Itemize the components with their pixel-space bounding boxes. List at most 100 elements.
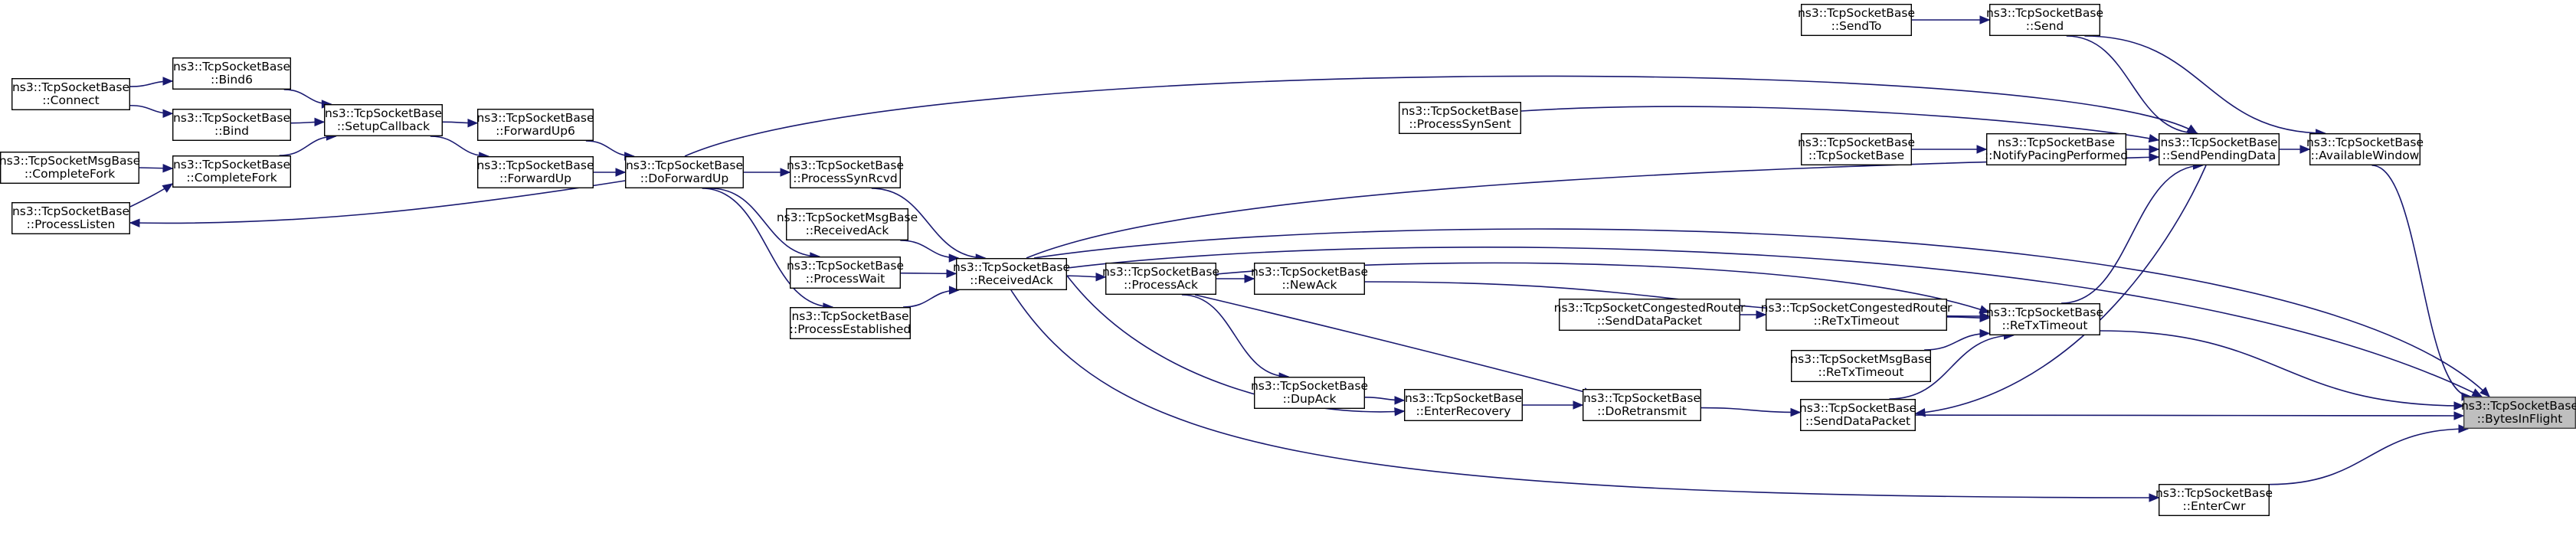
- node-method-label: ::ForwardUp6: [496, 124, 575, 138]
- node-method-label: ::ProcessWait: [806, 272, 885, 286]
- node-process-ack[interactable]: ns3::TcpSocketBase::ProcessAck: [1102, 263, 1219, 296]
- node-dup-ack[interactable]: ns3::TcpSocketBase::DupAck: [1251, 377, 1368, 410]
- node-box: [2158, 132, 2280, 165]
- arrowhead: [162, 163, 174, 173]
- node-method-label: ::SendDataPacket: [1805, 414, 1910, 428]
- node-class-label: ns3::TcpSocketBase: [626, 158, 743, 172]
- node-available-window[interactable]: ns3::TcpSocketBase::AvailableWindow: [2306, 132, 2424, 165]
- arrowhead: [2148, 133, 2160, 143]
- edge-process-wait-to-received-ack: [900, 269, 957, 279]
- arrowhead: [2471, 388, 2483, 397]
- node-box: [172, 57, 292, 90]
- node-do-forward-up[interactable]: ns3::TcpSocketBase::DoForwardUp: [625, 155, 745, 188]
- node-msg-re-tx-timeout[interactable]: ns3::TcpSocketMsgBase::ReTxTimeout: [1790, 350, 1932, 383]
- node-forward-up6[interactable]: ns3::TcpSocketBase::ForwardUp6: [476, 108, 594, 141]
- edge-line: [1915, 165, 2207, 414]
- node-send-pending-data[interactable]: ns3::TcpSocketBase::SendPendingData: [2158, 132, 2280, 165]
- edge-received-ack-to-send-pending-data: [1026, 152, 2160, 259]
- edge-do-forward-up-to-send-pending-data: [684, 75, 2198, 157]
- arrowhead: [946, 269, 957, 279]
- node-send-data-packet[interactable]: ns3::TcpSocketBase::SendDataPacket: [1799, 399, 1916, 432]
- arrowhead: [1979, 305, 1991, 314]
- node-congested-re-tx-timeout[interactable]: ns3::TcpSocketCongestedRouter::ReTxTimeo…: [1761, 299, 1952, 332]
- node-box: [1403, 389, 1523, 422]
- edge-connect-to-bind6: [129, 77, 174, 87]
- edge-notify-pacing-performed-to-send-pending-data: [2126, 145, 2160, 154]
- arrowhead: [1244, 274, 1255, 283]
- node-class-label: ns3::TcpSocketMsgBase: [1790, 352, 1931, 366]
- node-method-label: ::ReTxTimeout: [1813, 314, 1899, 328]
- edge-enter-recovery-to-do-retransmit: [1523, 400, 1584, 410]
- node-complete-fork[interactable]: ns3::TcpSocketBase::CompleteFork: [172, 155, 292, 188]
- edge-line: [2066, 35, 2198, 134]
- arrowhead: [1394, 407, 1406, 417]
- edge-line: [1033, 228, 2490, 397]
- node-send[interactable]: ns3::TcpSocketBase::Send: [1986, 3, 2103, 36]
- edge-line: [1194, 294, 1594, 395]
- node-box: [955, 258, 1067, 291]
- edge-received-ack-to-focus: [1033, 228, 2490, 397]
- node-method-label: ::Bind6: [211, 73, 253, 87]
- node-class-label: ns3::TcpSocketBase: [1798, 136, 1915, 149]
- node-new-ack[interactable]: ns3::TcpSocketBase::NewAck: [1251, 263, 1368, 296]
- node-ctor[interactable]: ns3::TcpSocketBase::TcpSocketBase: [1798, 132, 1915, 165]
- node-enter-cwr[interactable]: ns3::TcpSocketBase::EnterCwr: [2155, 484, 2273, 517]
- node-class-label: ns3::TcpSocketBase: [1251, 379, 1368, 393]
- node-class-label: ns3::TcpSocketBase: [173, 158, 290, 172]
- node-box: [0, 151, 140, 184]
- node-process-syn-rcvd[interactable]: ns3::TcpSocketBase::ProcessSynRcvd: [787, 155, 904, 188]
- node-class-label: ns3::TcpSocketBase: [12, 204, 129, 218]
- arrowhead: [2186, 124, 2198, 134]
- arrowhead: [1979, 312, 1991, 321]
- node-received-ack[interactable]: ns3::TcpSocketBase::ReceivedAck: [953, 258, 1070, 291]
- node-process-wait[interactable]: ns3::TcpSocketBase::ProcessWait: [787, 257, 904, 289]
- node-forward-up[interactable]: ns3::TcpSocketBase::ForwardUp: [476, 155, 594, 188]
- node-bind6[interactable]: ns3::TcpSocketBase::Bind6: [172, 57, 292, 90]
- arrowhead: [1979, 15, 1991, 25]
- node-class-label: ns3::TcpSocketMsgBase: [777, 211, 918, 224]
- edge-process-syn-sent-to-send-pending-data: [1520, 106, 2160, 143]
- node-class-label: ns3::TcpSocketCongestedRouter: [1554, 301, 1746, 315]
- node-box: [172, 108, 292, 141]
- edge-do-forward-up-to-process-established: [702, 188, 834, 312]
- node-congested-send-data-packet[interactable]: ns3::TcpSocketCongestedRouter::SendDataP…: [1554, 299, 1746, 332]
- node-msg-complete-fork[interactable]: ns3::TcpSocketMsgBase::CompleteFork: [0, 151, 140, 184]
- node-notify-pacing-performed[interactable]: ns3::TcpSocketBase::NotifyPacingPerforme…: [1985, 132, 2128, 165]
- node-bind[interactable]: ns3::TcpSocketBase::Bind: [172, 108, 292, 141]
- edge-do-forward-up-to-focus: [1066, 247, 2483, 397]
- node-method-label: ::CompleteFork: [186, 171, 277, 185]
- node-box: [324, 103, 444, 136]
- arrowhead: [2299, 145, 2311, 154]
- node-class-label: ns3::TcpSocketBase: [1401, 104, 1518, 118]
- node-method-label: ::ProcessAck: [1124, 278, 1198, 292]
- edge-line: [1066, 247, 2483, 397]
- node-msg-received-ack[interactable]: ns3::TcpSocketMsgBase::ReceivedAck: [777, 208, 918, 241]
- edge-line: [1915, 414, 2464, 417]
- node-re-tx-timeout[interactable]: ns3::TcpSocketBase::ReTxTimeout: [1986, 303, 2103, 336]
- node-box: [789, 155, 901, 188]
- node-send-to[interactable]: ns3::TcpSocketBase::SendTo: [1798, 3, 1915, 36]
- node-class-label: ns3::TcpSocketBase: [325, 106, 442, 120]
- node-setup-callback[interactable]: ns3::TcpSocketBase::SetupCallback: [324, 103, 444, 136]
- node-connect[interactable]: ns3::TcpSocketBase::Connect: [11, 77, 131, 110]
- node-method-label: ::BytesInFlight: [2477, 412, 2563, 426]
- arrowhead: [467, 118, 479, 128]
- arrowhead: [780, 168, 791, 177]
- node-box: [789, 257, 901, 289]
- arrowhead: [1976, 145, 1988, 154]
- node-process-syn-sent[interactable]: ns3::TcpSocketBase::ProcessSynSent: [1398, 101, 1521, 134]
- edge-msg-received-ack-to-received-ack: [900, 240, 960, 263]
- node-box: [785, 208, 908, 241]
- node-class-label: ns3::TcpSocketBase: [476, 111, 594, 125]
- node-class-label: ns3::TcpSocketBase: [787, 259, 904, 273]
- node-class-label: ns3::TcpSocketBase: [1798, 6, 1915, 20]
- edge-line: [2371, 165, 2472, 397]
- node-do-retransmit[interactable]: ns3::TcpSocketBase::DoRetransmit: [1582, 389, 1701, 422]
- node-process-listen[interactable]: ns3::TcpSocketBase::ProcessListen: [11, 202, 131, 235]
- node-method-label: ::EnterRecovery: [1416, 404, 1511, 418]
- arrowhead: [2479, 387, 2490, 397]
- node-process-established[interactable]: ns3::TcpSocketBase::ProcessEstablished: [790, 307, 911, 340]
- node-enter-recovery[interactable]: ns3::TcpSocketBase::EnterRecovery: [1403, 389, 1523, 422]
- edge-setup-callback-to-forward-up6: [442, 118, 479, 128]
- node-class-label: ns3::TcpSocketBase: [1583, 391, 1700, 405]
